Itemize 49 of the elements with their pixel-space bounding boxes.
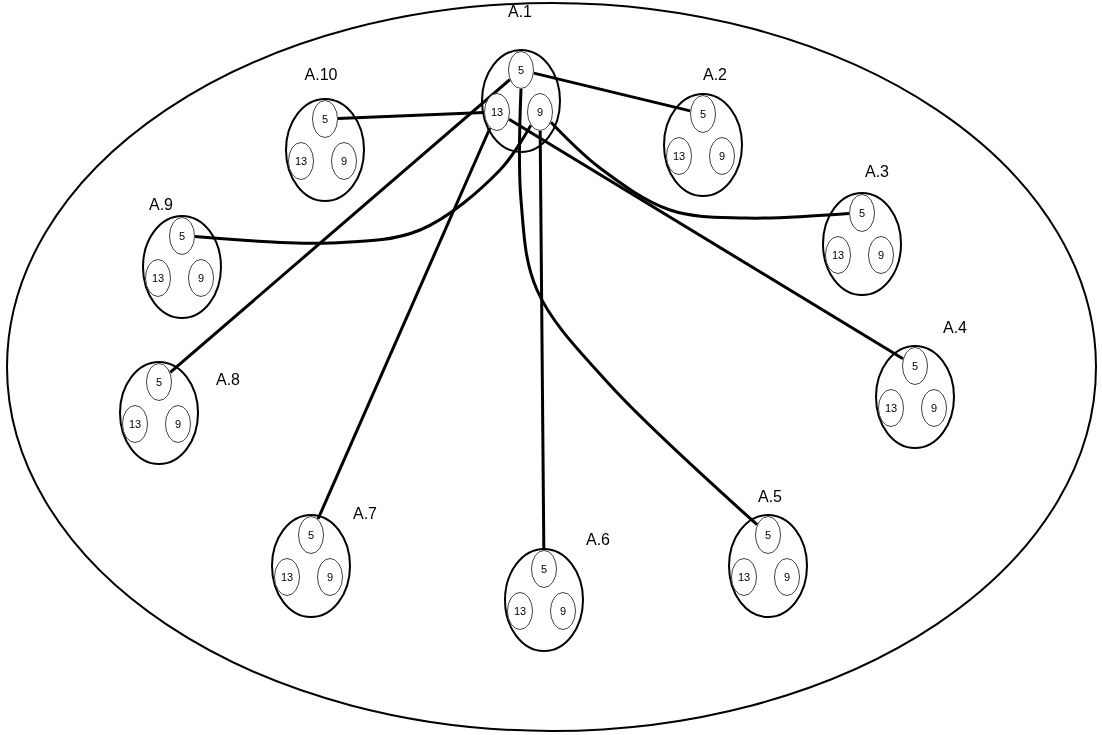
connector-line bbox=[508, 118, 904, 360]
port-number: 9 bbox=[197, 272, 205, 284]
port-number: 13 bbox=[490, 106, 504, 118]
port-number: 5 bbox=[858, 207, 866, 219]
connector-line bbox=[194, 124, 533, 245]
port-number: 5 bbox=[699, 108, 707, 120]
port-number: 13 bbox=[151, 272, 165, 284]
port-number: 9 bbox=[559, 605, 567, 617]
port-number: 5 bbox=[155, 376, 163, 388]
port-number: 9 bbox=[174, 418, 182, 430]
port-number: 5 bbox=[911, 360, 919, 372]
group-label: A.10 bbox=[304, 66, 338, 84]
port-number: 13 bbox=[737, 571, 751, 583]
connector-line bbox=[549, 121, 850, 220]
port-number: 13 bbox=[884, 402, 898, 414]
port-number: 9 bbox=[718, 150, 726, 162]
group-label: A.2 bbox=[703, 66, 727, 84]
port-number: 9 bbox=[877, 249, 885, 261]
group-label: A.5 bbox=[758, 488, 782, 506]
port-number: 13 bbox=[513, 605, 527, 617]
group-label: A.8 bbox=[216, 371, 240, 389]
group-label: A.6 bbox=[586, 531, 610, 549]
port-number: 5 bbox=[178, 230, 186, 242]
port-number: 13 bbox=[280, 571, 294, 583]
port-number: 5 bbox=[517, 64, 525, 76]
port-number: 5 bbox=[321, 113, 329, 125]
group-label: A.3 bbox=[865, 163, 889, 181]
port-number: 9 bbox=[340, 155, 348, 167]
group-label: A.4 bbox=[943, 319, 967, 337]
port-number: 9 bbox=[930, 402, 938, 414]
port-number: 13 bbox=[672, 150, 686, 162]
port-number: 9 bbox=[536, 106, 544, 118]
port-number: 13 bbox=[831, 249, 845, 261]
connector-line bbox=[538, 131, 546, 550]
port-number: 9 bbox=[326, 571, 334, 583]
port-number: 5 bbox=[540, 563, 548, 575]
connector-line bbox=[169, 78, 511, 374]
port-number: 13 bbox=[294, 155, 308, 167]
port-number: 13 bbox=[128, 418, 142, 430]
port-number: 9 bbox=[783, 571, 791, 583]
port-number: 5 bbox=[764, 529, 772, 541]
connector-line bbox=[533, 71, 691, 113]
port-number: 5 bbox=[307, 529, 315, 541]
connector-line bbox=[518, 88, 759, 526]
group-label: A.1 bbox=[508, 3, 532, 21]
group-label: A.7 bbox=[353, 505, 377, 523]
connector-line bbox=[316, 127, 492, 520]
connector-line bbox=[337, 111, 485, 120]
group-label: A.9 bbox=[149, 196, 173, 214]
